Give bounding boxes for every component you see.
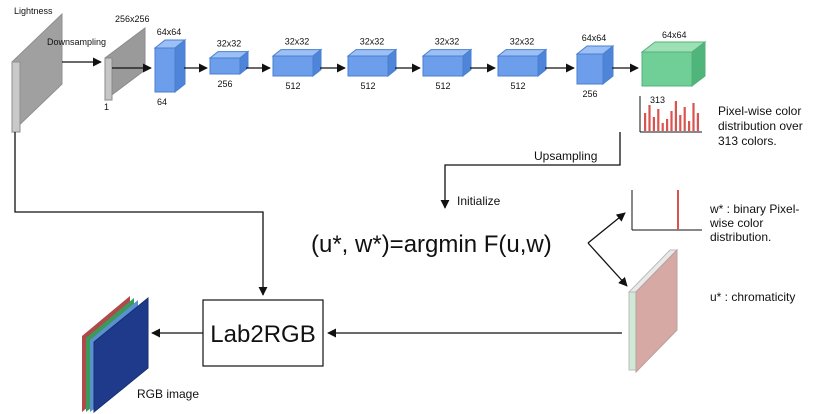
binary-distribution-plot xyxy=(631,190,702,231)
histogram-caption-line-1: Pixel-wise color xyxy=(718,104,801,118)
feature-block-5-size-label: 32x32 xyxy=(435,37,460,47)
histogram-bar xyxy=(648,105,651,131)
histogram-bar xyxy=(683,107,686,131)
histogram-bar xyxy=(696,113,699,131)
feature-block-7-size-label: 64x64 xyxy=(582,33,607,43)
upsampling-label: Upsampling xyxy=(534,149,597,163)
feature-block-4-channel-label: 512 xyxy=(360,81,375,91)
histogram-bin-count-label: 313 xyxy=(650,95,665,105)
feature-block-2-channel-label: 256 xyxy=(217,79,232,89)
w-star-caption-line-2: wise color xyxy=(709,216,763,230)
argmin-equation: (u*, w*)=argmin F(u,w) xyxy=(311,231,552,258)
histogram-bar xyxy=(661,123,664,131)
histogram-bar xyxy=(657,109,660,131)
feature-block-3-channel-label: 512 xyxy=(285,81,300,91)
lightness-label: Lightness xyxy=(14,6,53,16)
upsampling-path xyxy=(440,132,621,209)
feature-block-3 xyxy=(271,48,323,78)
feature-blocks: 64x64 64 32x32 256 32x32 512 32x32 512 32x32 512 3… xyxy=(153,27,615,107)
chromaticity-slab xyxy=(627,248,679,374)
w-star-caption-line-1: w* : binary Pixel- xyxy=(709,202,799,216)
feature-block-4-size-label: 32x32 xyxy=(360,37,385,47)
histogram-bars xyxy=(644,101,699,131)
histogram-bar xyxy=(644,113,647,131)
histogram-caption: Pixel-wise color distribution over 313 c… xyxy=(718,104,806,148)
lab2rgb-box xyxy=(202,299,324,367)
optimization-output-arrows xyxy=(587,212,628,287)
output-distribution-block xyxy=(640,40,707,88)
downsampled-input-slab xyxy=(104,27,146,101)
top-row-arrows xyxy=(62,57,639,73)
histogram-bar xyxy=(679,115,682,131)
lightness-input-slab xyxy=(11,12,63,134)
feature-block-6 xyxy=(496,48,548,78)
rgb-image-caption: RGB image xyxy=(137,387,199,401)
feature-block-5-channel-label: 512 xyxy=(435,81,450,91)
feature-block-4 xyxy=(346,48,398,78)
u-star-caption: u* : chromaticity xyxy=(710,290,795,304)
histogram-bar xyxy=(666,119,669,131)
color-histogram xyxy=(639,96,702,133)
histogram-bar xyxy=(652,117,655,131)
histogram-bar xyxy=(670,111,673,131)
feature-block-5 xyxy=(421,48,473,78)
histogram-bar xyxy=(688,121,691,131)
output-size-label: 64x64 xyxy=(662,30,687,40)
feature-block-7-channel-label: 256 xyxy=(582,89,597,99)
feature-block-1-channel-label: 64 xyxy=(157,97,167,107)
feature-block-7 xyxy=(575,44,615,86)
w-star-caption: w* : binary Pixel- wise color distributi… xyxy=(709,202,803,244)
histogram-bar xyxy=(674,101,677,131)
downsampling-label: Downsampling xyxy=(47,37,106,47)
histogram-caption-line-2: distribution over xyxy=(718,119,803,133)
feature-block-6-size-label: 32x32 xyxy=(510,37,535,47)
rgb-image-stack xyxy=(82,296,149,414)
input-channels-label: 1 xyxy=(104,102,109,112)
feature-block-2 xyxy=(208,50,250,76)
lightness-bypass-path xyxy=(14,132,268,296)
feature-block-6-channel-label: 512 xyxy=(510,81,525,91)
feature-block-2-size-label: 32x32 xyxy=(217,39,242,49)
input-size-label: 256x256 xyxy=(115,14,150,24)
feature-block-1 xyxy=(153,38,187,94)
feature-block-1-size-label: 64x64 xyxy=(157,27,182,37)
histogram-bar xyxy=(692,103,695,131)
w-star-caption-line-3: distribution. xyxy=(710,230,771,244)
lab2rgb-label: Lab2RGB xyxy=(210,321,315,348)
histogram-caption-line-3: 313 colors. xyxy=(718,134,777,148)
initialize-label: Initialize xyxy=(457,194,501,208)
feature-block-3-size-label: 32x32 xyxy=(285,37,310,47)
